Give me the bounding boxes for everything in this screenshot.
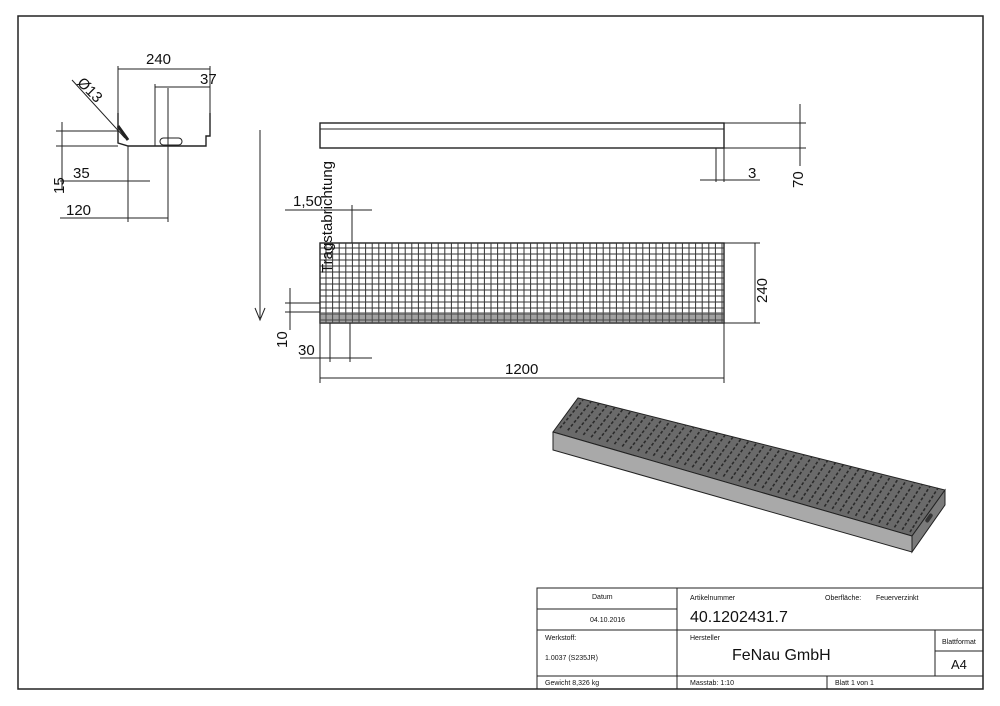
iso-tread-bar (777, 454, 805, 494)
iso-tread-bar (668, 426, 695, 461)
iso-tread-bar (606, 411, 631, 443)
side-profile-view (56, 66, 211, 222)
manufacturer-label: Hersteller (690, 635, 721, 642)
iso-tread-bar (714, 438, 742, 475)
iso-tread-bar (854, 473, 884, 517)
iso-tread-bar (621, 415, 647, 447)
iso-tread-bar (644, 421, 671, 454)
iso-tread-bar (613, 413, 639, 445)
iso-tread-bar (738, 444, 766, 482)
dim-depth-120: 120 (66, 202, 91, 219)
iso-tread-bar (761, 450, 789, 489)
dim-hole-diameter: Ø13 (74, 74, 106, 106)
iso-tread-bar (660, 424, 687, 459)
dim-depth-240: 240 (754, 278, 771, 303)
dim-height-70: 70 (790, 171, 807, 188)
scale-value: Masstab: 1:10 (690, 680, 734, 687)
iso-tread-bar (893, 483, 923, 528)
dim-length-1200: 1200 (505, 361, 538, 378)
iso-tread-bar (885, 481, 916, 526)
sheet-border (17, 15, 984, 690)
material-value: 1.0037 (S235JR) (545, 655, 598, 662)
iso-tread-bar (707, 436, 734, 473)
iso-tread-bar (862, 475, 892, 519)
top-view-dimensions (254, 130, 760, 383)
iso-tread-bar (691, 432, 718, 468)
iso-tread-bar (847, 471, 876, 514)
iso-tread-bar (746, 446, 773, 484)
date-value: 04.10.2016 (590, 617, 625, 624)
iso-tread-bar (699, 434, 726, 471)
isometric-view (552, 397, 946, 554)
dim-offset-35: 35 (73, 165, 90, 182)
iso-tread-bar (831, 468, 860, 510)
title-block (536, 587, 984, 690)
iso-tread-bar (784, 456, 813, 496)
load-direction-label: Tragstabrichtung (319, 161, 336, 273)
iso-tread-bar (574, 403, 600, 434)
format-value: A4 (951, 657, 967, 672)
format-label: Blattformat (942, 639, 976, 646)
top-view (319, 242, 725, 324)
front-view (319, 104, 806, 182)
dim-height-15: 15 (51, 177, 68, 194)
dim-thickness-3: 3 (748, 165, 756, 182)
iso-tread-bar (567, 401, 592, 431)
surface-label: Oberfläche: (825, 595, 861, 602)
iso-tread-bar (559, 399, 584, 429)
iso-tread-bar (590, 407, 616, 438)
iso-tread-bar (730, 442, 758, 480)
manufacturer-name: FeNau GmbH (732, 647, 831, 664)
dim-pitch-150: 1,50 (293, 193, 322, 210)
iso-tread-bar (722, 440, 750, 477)
dim-offset-37: 37 (200, 71, 217, 88)
date-label: Datum (592, 594, 613, 601)
iso-tread-bar (816, 464, 844, 505)
iso-tread-bar (792, 458, 821, 498)
iso-tread-bar (637, 419, 663, 452)
iso-tread-bar (823, 466, 852, 508)
iso-tread-bar (582, 405, 608, 436)
iso-tread-bar (870, 477, 900, 521)
iso-tread-bar (800, 460, 829, 501)
dim-width-240: 240 (146, 51, 171, 68)
sheet-value: Blatt 1 von 1 (835, 680, 874, 687)
iso-tread-bar (901, 485, 931, 531)
article-label: Artikelnummer (690, 595, 736, 602)
iso-tread-bar (676, 428, 702, 464)
material-label: Werkstoff: (545, 635, 576, 642)
iso-tread-bar (652, 422, 679, 457)
iso-tread-bar (808, 462, 837, 503)
iso-tread-bar (878, 479, 908, 524)
iso-tread-bar (769, 452, 797, 491)
iso-tread-bar (683, 430, 710, 466)
weight-value: Gewicht 8,326 kg (545, 680, 599, 687)
iso-tread-bar (753, 448, 781, 487)
dim-height-10: 10 (274, 331, 291, 348)
iso-tread-bar (598, 409, 624, 441)
iso-tread-bar (839, 469, 868, 512)
surface-value: Feuerverzinkt (876, 595, 918, 602)
iso-tread-bar (629, 417, 655, 450)
iso-tread-bar (909, 487, 939, 533)
article-number: 40.1202431.7 (690, 609, 788, 626)
dim-pitch-30: 30 (298, 342, 315, 359)
